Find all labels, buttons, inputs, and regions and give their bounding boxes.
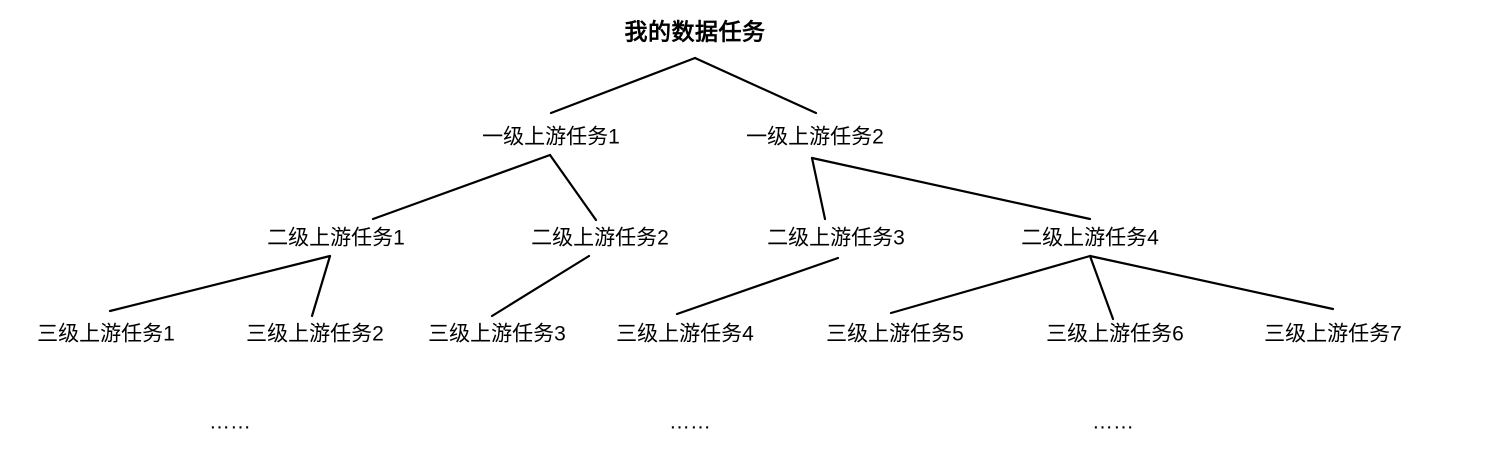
edge-l1-2-to-l2-4 (810, 156, 1092, 221)
ellipsis-marker-2: …… (669, 410, 711, 434)
node-level3-5[interactable]: 三级上游任务5 (826, 322, 964, 346)
node-level2-2[interactable]: 二级上游任务2 (531, 226, 669, 250)
node-level3-2[interactable]: 三级上游任务2 (246, 322, 384, 346)
edge-l2-4-to-l3-7 (1088, 254, 1335, 311)
edge-root-to-l1-1 (549, 56, 697, 115)
edge-l2-4-to-l3-6 (1088, 254, 1115, 321)
edge-l2-1-to-l3-1 (108, 254, 332, 313)
edge-l1-1-to-l2-2 (548, 153, 598, 222)
edge-l1-1-to-l2-1 (371, 153, 552, 221)
node-level1-1[interactable]: 一级上游任务1 (482, 125, 620, 149)
node-level3-1[interactable]: 三级上游任务1 (37, 322, 175, 346)
node-level1-2[interactable]: 一级上游任务2 (746, 125, 884, 149)
edge-l2-3-to-l3-4 (675, 256, 840, 316)
edge-l1-2-to-l2-3 (810, 156, 827, 221)
node-level3-6[interactable]: 三级上游任务6 (1046, 322, 1184, 346)
ellipsis-marker-1: …… (209, 410, 251, 434)
node-level3-7[interactable]: 三级上游任务7 (1264, 322, 1402, 346)
node-level3-3[interactable]: 三级上游任务3 (428, 322, 566, 346)
node-level2-1[interactable]: 二级上游任务1 (267, 226, 405, 250)
edge-l2-2-to-l3-3 (490, 254, 591, 318)
edge-root-to-l1-2 (693, 56, 818, 115)
edge-l2-1-to-l3-2 (310, 254, 332, 318)
node-level2-3[interactable]: 二级上游任务3 (767, 226, 905, 250)
node-root[interactable]: 我的数据任务 (624, 18, 766, 45)
ellipsis-marker-3: …… (1092, 410, 1134, 434)
node-level2-4[interactable]: 二级上游任务4 (1021, 226, 1159, 250)
node-level3-4[interactable]: 三级上游任务4 (616, 322, 754, 346)
edge-l2-4-to-l3-5 (889, 254, 1092, 315)
